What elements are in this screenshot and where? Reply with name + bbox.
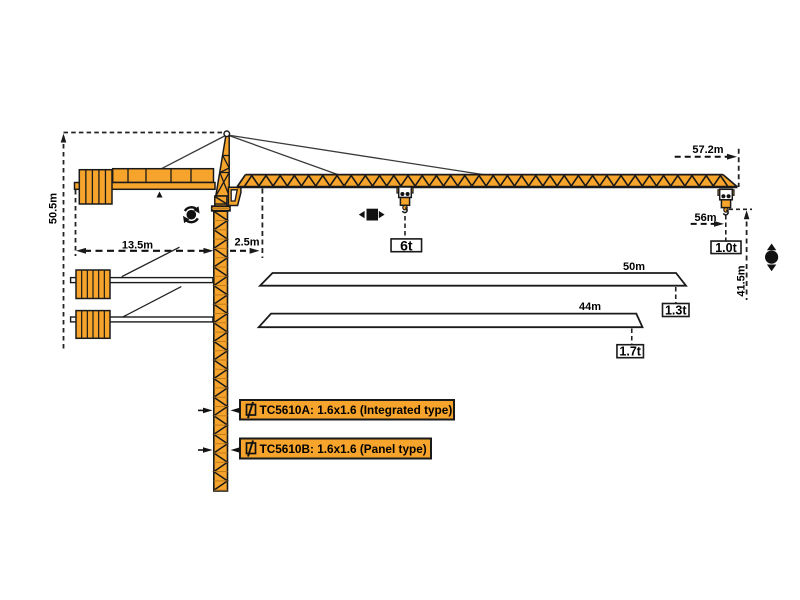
svg-text:56m: 56m (694, 212, 716, 224)
svg-text:TC5610A: 1.6x1.6 (Integrated: TC5610A: 1.6x1.6 (Integrated type) (260, 403, 453, 417)
svg-text:2.5m: 2.5m (234, 236, 259, 248)
svg-text:41.5m: 41.5m (736, 265, 748, 296)
svg-text:50.5m: 50.5m (48, 193, 60, 224)
svg-text:6t: 6t (400, 237, 413, 253)
svg-text:1.3t: 1.3t (665, 304, 687, 318)
svg-text:13.5m: 13.5m (122, 239, 153, 251)
svg-text:TC5610B: 1.6x1.6 (Panel type): TC5610B: 1.6x1.6 (Panel type) (260, 442, 427, 456)
svg-text:44m: 44m (579, 301, 601, 313)
svg-text:1.0t: 1.0t (715, 241, 737, 255)
svg-text:1.7t: 1.7t (619, 345, 641, 359)
svg-text:50m: 50m (623, 261, 645, 273)
svg-text:57.2m: 57.2m (692, 144, 723, 156)
